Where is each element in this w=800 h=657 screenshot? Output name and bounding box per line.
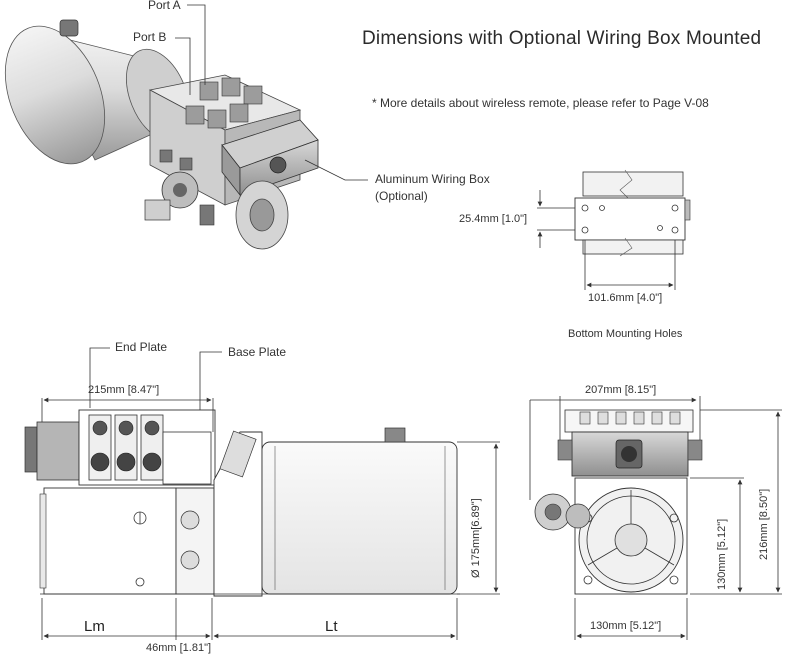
side-overall-length-dim: 215mm [8.47"] bbox=[88, 384, 160, 396]
end-plate-leader bbox=[89, 347, 110, 408]
mounting-vertical-dim: 25.4mm [1.0"] bbox=[459, 213, 528, 225]
remote-note: * More details about wireless remote, pl… bbox=[372, 96, 709, 110]
mounting-holes-view bbox=[537, 169, 691, 290]
port-a-leader bbox=[187, 4, 206, 85]
side-diameter-dim: Ø 175mm[6.89"] bbox=[470, 498, 482, 578]
tank-cap-icon bbox=[384, 427, 406, 443]
mounting-horizontal-dim: 101.6mm [4.0"] bbox=[588, 292, 663, 304]
port-b-label: Port B bbox=[133, 30, 167, 44]
port-a-label: Port A bbox=[148, 0, 181, 12]
port-b-leader bbox=[175, 37, 191, 95]
connector-icon bbox=[269, 156, 287, 174]
filler-cap-icon bbox=[59, 19, 79, 37]
page-title: Dimensions with Optional Wiring Box Moun… bbox=[362, 28, 762, 49]
end-base-height-dim: 130mm [5.12"] bbox=[716, 518, 728, 590]
valve-coils bbox=[185, 77, 263, 129]
end-view-drawing bbox=[529, 396, 782, 640]
lt-label: Lt bbox=[325, 618, 338, 635]
isometric-unit-illustration bbox=[4, 19, 319, 250]
end-plate-label: End Plate bbox=[115, 340, 168, 354]
offset-dim: 46mm [1.81"] bbox=[146, 642, 212, 654]
base-plate-label: Base Plate bbox=[228, 345, 287, 359]
lm-label: Lm bbox=[84, 618, 105, 635]
side-view-drawing bbox=[24, 397, 500, 640]
wiring-box-label: Aluminum Wiring Box bbox=[375, 172, 490, 186]
end-height-dim: 216mm [8.50"] bbox=[758, 488, 770, 560]
wiring-box-optional-label: (Optional) bbox=[375, 189, 428, 203]
end-base-width-dim: 130mm [5.12"] bbox=[590, 620, 662, 632]
base-plate-leader bbox=[199, 351, 222, 410]
end-width-dim: 207mm [8.15"] bbox=[585, 384, 657, 396]
wiring-box-leader bbox=[304, 159, 368, 181]
mounting-caption: Bottom Mounting Holes bbox=[568, 328, 683, 340]
